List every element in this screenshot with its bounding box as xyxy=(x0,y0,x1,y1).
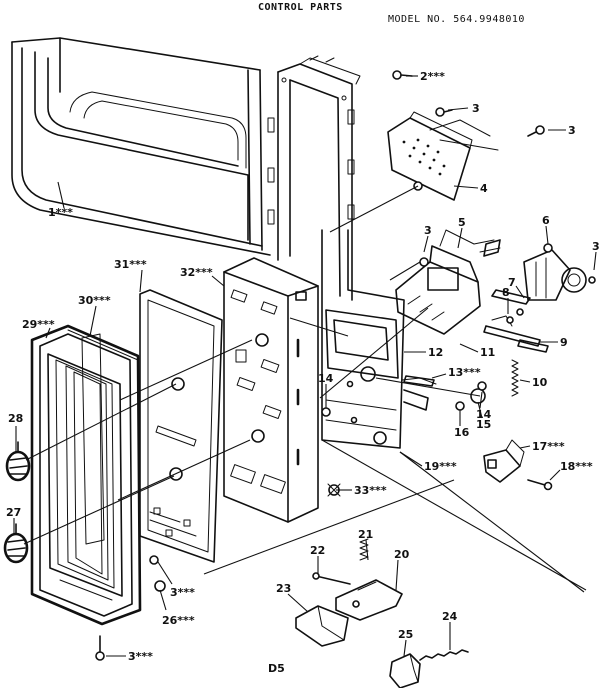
callout-21: 21 xyxy=(358,528,373,541)
callout-10: 10 xyxy=(532,376,548,389)
callout-13: 13*** xyxy=(448,366,481,379)
callout-1: 1*** xyxy=(48,206,73,219)
screw-icon xyxy=(527,479,553,491)
callout-19: 19*** xyxy=(424,460,457,473)
model-number: MODEL NO. 564.9948010 xyxy=(388,14,525,25)
part-control-frame xyxy=(267,55,361,301)
part-latch-bracket xyxy=(335,579,403,621)
part-nut xyxy=(477,381,487,391)
part-spring-24 xyxy=(419,649,469,661)
callout-31: 31*** xyxy=(114,258,147,271)
part-circuit-board xyxy=(387,111,499,201)
part-micro-switch xyxy=(483,439,525,483)
guide-lines xyxy=(23,185,587,593)
callout-12: 12 xyxy=(428,346,443,359)
part-relay-assembly xyxy=(395,229,501,335)
callout-3d: 3 xyxy=(592,240,600,253)
callout-14b: 14 xyxy=(476,408,492,421)
part-membrane-panel xyxy=(139,289,223,563)
callout-17: 17*** xyxy=(532,440,565,453)
callout-24: 24 xyxy=(442,610,458,623)
callout-6: 6 xyxy=(542,214,550,227)
part-lever-links xyxy=(483,289,549,353)
part-knob-lower xyxy=(3,523,29,564)
screw-icon xyxy=(392,70,545,137)
part-spring-21 xyxy=(359,538,369,561)
callout-33: 33*** xyxy=(354,484,387,497)
callout-3c: 3 xyxy=(424,224,432,237)
screw-icon xyxy=(95,483,341,661)
part-switch-bracket xyxy=(321,229,437,449)
callout-25: 25 xyxy=(398,628,413,641)
part-control-panel-plate xyxy=(223,257,319,523)
callout-leaders xyxy=(13,75,597,657)
callout-32: 32*** xyxy=(180,266,213,279)
part-front-frame xyxy=(30,324,142,626)
callout-9: 9 xyxy=(560,336,568,349)
callout-20: 20 xyxy=(394,548,410,561)
callout-18: 18*** xyxy=(560,460,593,473)
callout-labels: 1*** 2*** 3 3 4 3 5 6 3 7 8 9 10 11 12 1… xyxy=(6,70,600,663)
callout-3e: 3*** xyxy=(170,586,195,599)
part-cabinet-cavity xyxy=(11,37,271,256)
callout-26: 26*** xyxy=(162,614,195,627)
diagram-title: CONTROL PARTS xyxy=(258,2,343,13)
callout-2: 2*** xyxy=(420,70,445,83)
callout-11: 11 xyxy=(480,346,495,359)
callout-15: 15 xyxy=(476,418,491,431)
callout-8: 8 xyxy=(502,286,510,299)
part-motor xyxy=(523,243,596,301)
callout-23: 23 xyxy=(276,582,291,595)
callout-16: 16 xyxy=(454,426,470,439)
part-pin-22 xyxy=(315,575,351,585)
part-knob-upper xyxy=(5,441,31,482)
part-washer xyxy=(455,401,465,411)
callout-22: 22 xyxy=(310,544,325,557)
callout-30: 30*** xyxy=(78,294,111,307)
callout-3a: 3 xyxy=(472,102,480,115)
callout-14a: 14 xyxy=(318,372,334,385)
callout-5: 5 xyxy=(458,216,466,229)
part-spring xyxy=(511,359,519,397)
callout-28: 28 xyxy=(8,412,23,425)
callout-27: 27 xyxy=(6,506,21,519)
part-thin-sheet xyxy=(81,333,105,545)
callout-3f: 3*** xyxy=(128,650,153,663)
callout-3b: 3 xyxy=(568,124,576,137)
callout-7: 7 xyxy=(508,276,516,289)
part-lever-23 xyxy=(295,605,349,647)
callout-4: 4 xyxy=(480,182,488,195)
part-push-button-25 xyxy=(389,653,421,688)
footer-code: D5 xyxy=(268,662,285,675)
callout-29: 29*** xyxy=(22,318,55,331)
connector-plug xyxy=(483,239,501,257)
